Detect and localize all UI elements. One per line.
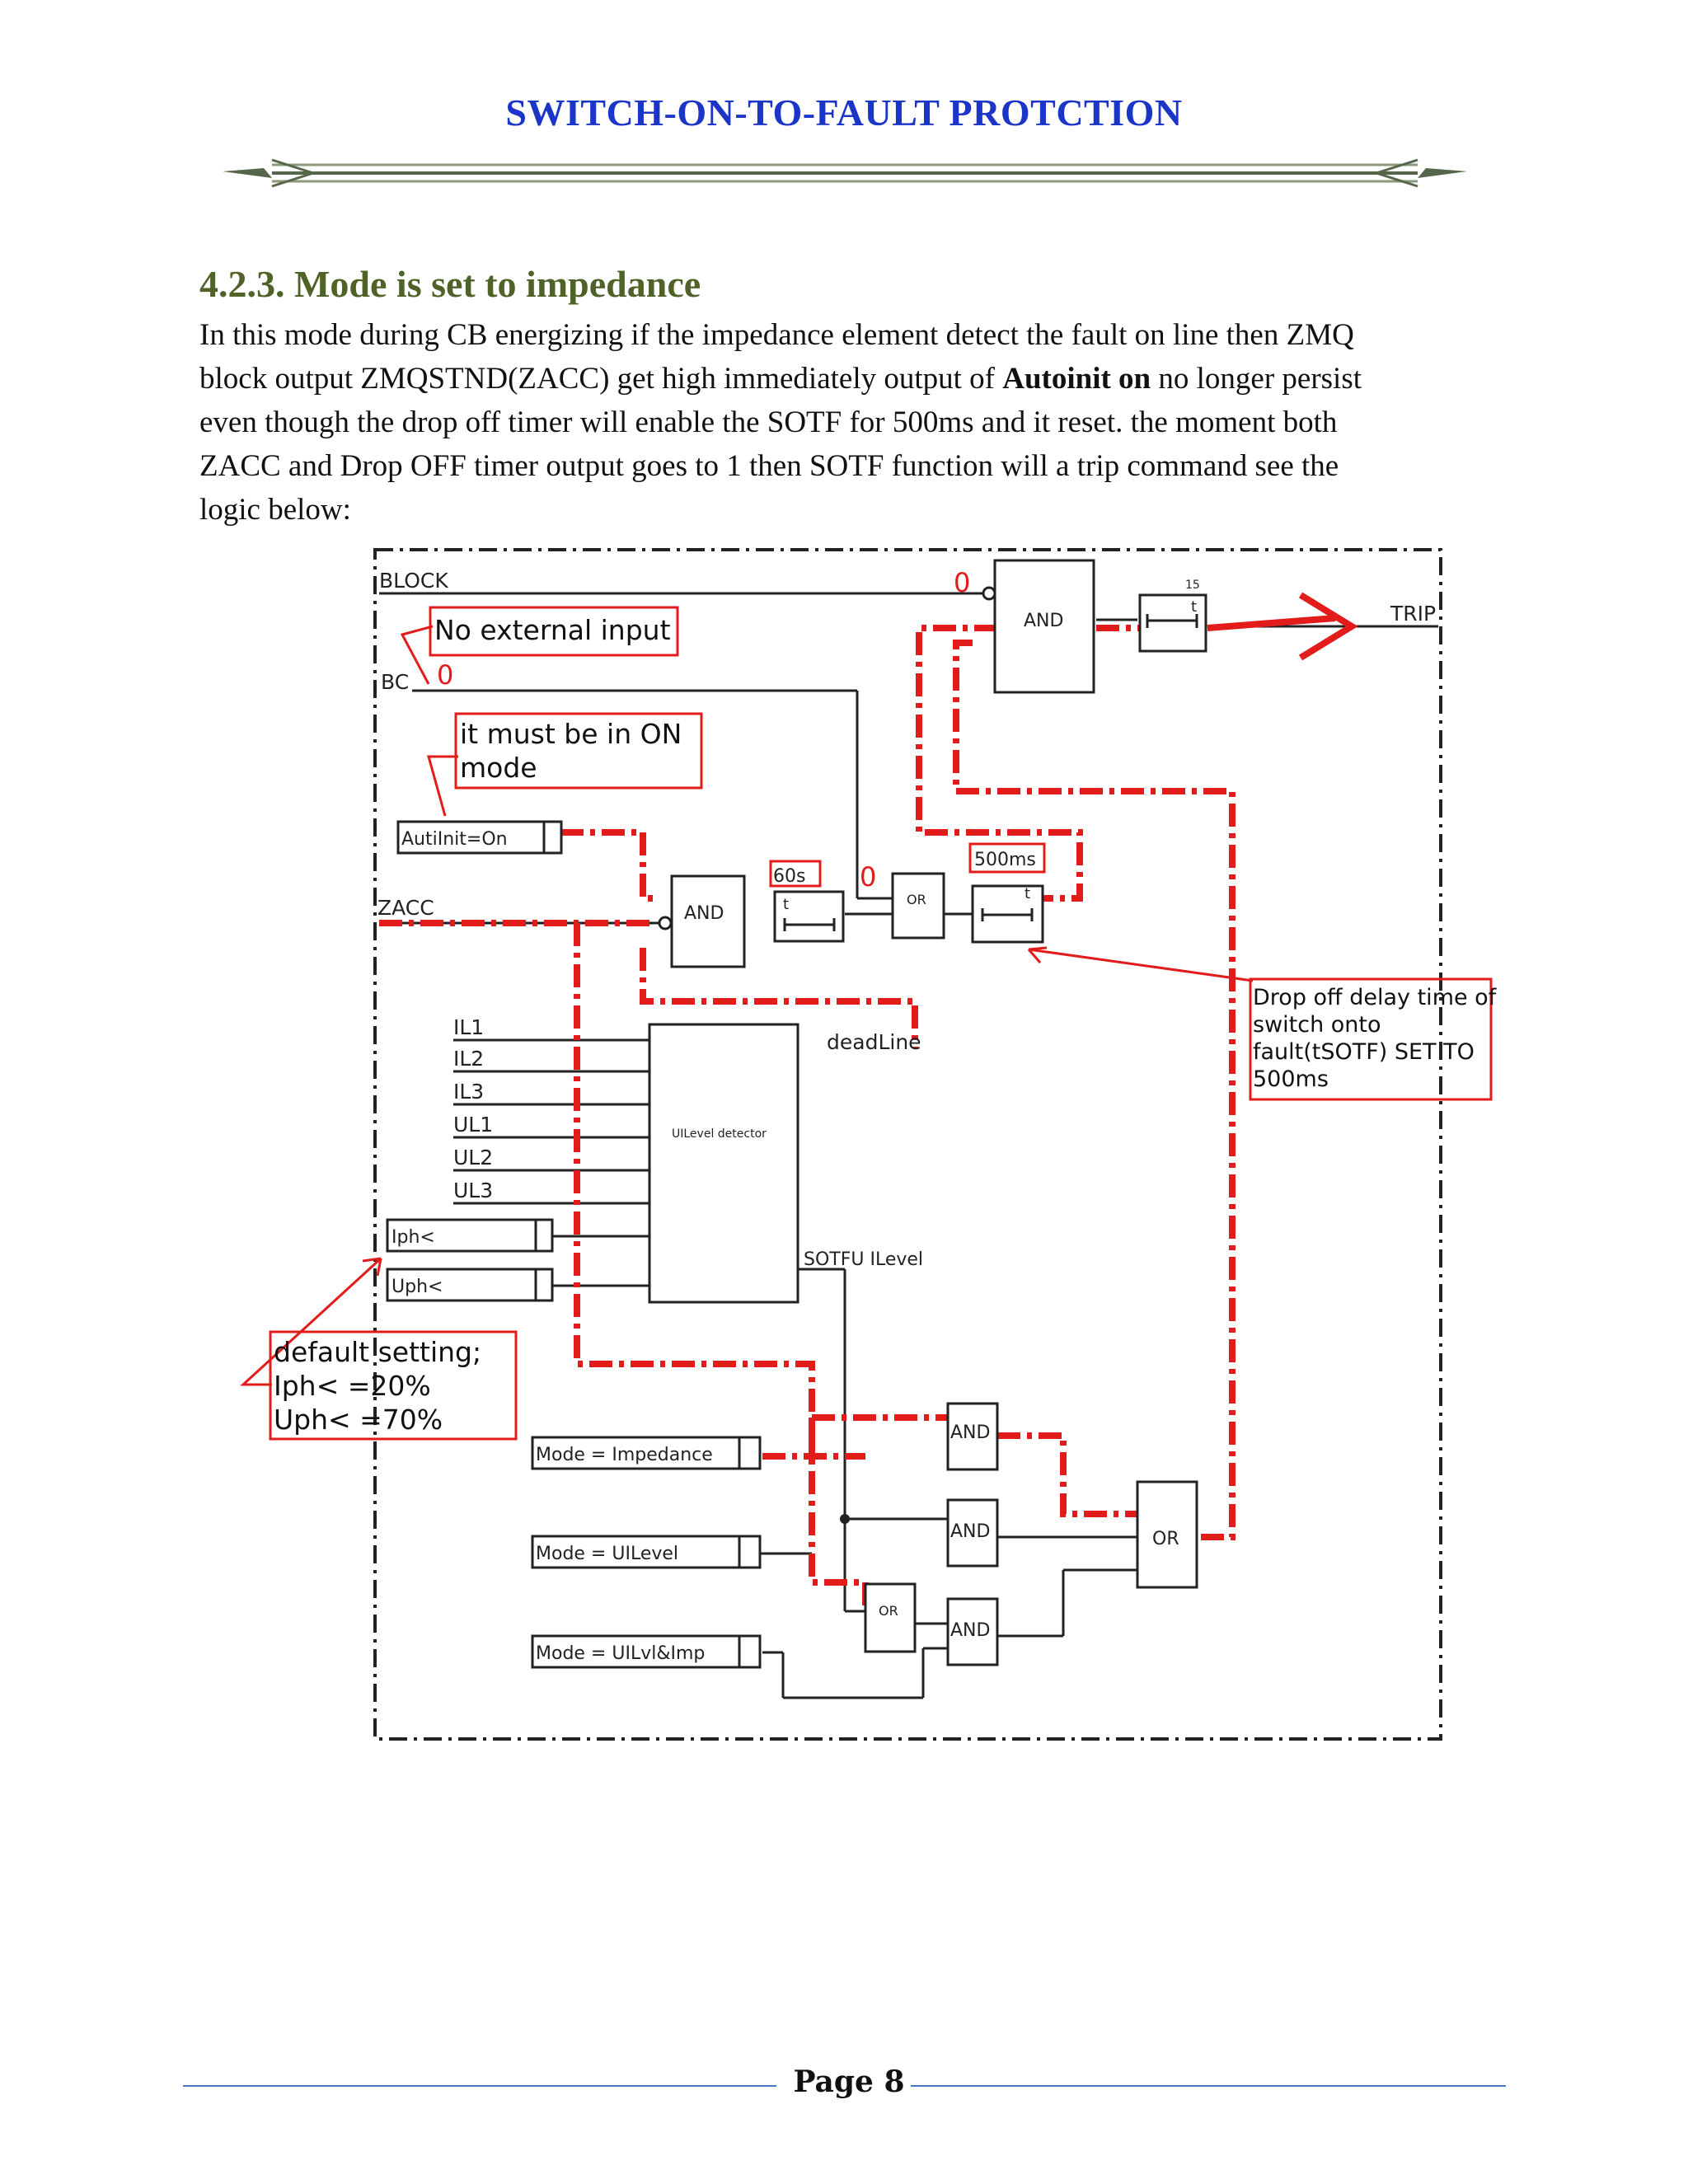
header-ornament-divider xyxy=(223,158,1467,188)
or-gate-label: OR xyxy=(1152,1529,1179,1549)
zero-mark-or: 0 xyxy=(860,861,876,893)
page-number: Page 8 xyxy=(793,2064,905,2099)
and-gate-label: AND xyxy=(684,903,724,924)
autoinit-setting-block xyxy=(396,820,563,855)
paragraph-bold-phrase: Autoinit on xyxy=(1002,362,1151,396)
page-header-title: SWITCH-ON-TO-FAULT PROTCTION xyxy=(505,91,1183,134)
signal-il2-label: IL2 xyxy=(453,1047,484,1071)
or-gate-label: OR xyxy=(907,892,926,907)
and-gate-label: AND xyxy=(950,1422,990,1443)
callout-no-external-input xyxy=(429,606,679,657)
mode-uilvlimp-label: Mode = UILvl&Imp xyxy=(536,1643,705,1664)
callout-text: mode xyxy=(460,752,537,784)
signal-trip-label: TRIP xyxy=(1390,602,1436,626)
callout-text: fault(tSOTF) SET TO xyxy=(1253,1039,1475,1065)
mode-impedance-label: Mode = Impedance xyxy=(536,1445,713,1465)
callout-text: switch onto xyxy=(1253,1012,1381,1038)
uph-setting-block xyxy=(386,1268,554,1302)
or-gate-output xyxy=(1136,1480,1198,1589)
paragraph-text: block output ZMQSTND(ZACC) get high imme… xyxy=(199,362,1003,396)
callout-text: No external input xyxy=(434,614,671,646)
junction-dot xyxy=(840,1514,850,1524)
detector-label: UILevel detector xyxy=(672,1127,767,1141)
and-gate-label: AND xyxy=(950,1620,990,1641)
signal-block-label: BLOCK xyxy=(379,569,448,593)
inverter-bubble-block xyxy=(982,586,996,601)
and-gate-trip xyxy=(993,559,1095,694)
trip-arrow-icon xyxy=(1298,592,1358,661)
and-gate-uilevel xyxy=(946,1498,999,1568)
footer-rule-right xyxy=(911,2085,1506,2087)
autoinit-setting-label: AutiInit=On xyxy=(401,829,508,850)
footer-rule-left xyxy=(183,2085,776,2087)
trip-timer xyxy=(1138,593,1207,653)
signal-bc-label: BC xyxy=(381,670,409,694)
highlight-500ms xyxy=(968,842,1046,874)
mode-impedance-block xyxy=(531,1436,762,1470)
paragraph-line: block output ZMQSTND(ZACC) get high imme… xyxy=(199,361,1469,396)
sotf-logic-diagram: BLOCK BC ZACC TRIP IL1 IL2 IL3 UL1 UL2 U… xyxy=(240,548,1498,1741)
iph-setting-block xyxy=(386,1218,554,1253)
signal-zacc-label: ZACC xyxy=(377,896,434,920)
highlight-60s xyxy=(769,860,822,888)
and-gate-label: AND xyxy=(950,1521,990,1542)
timer-500ms-label: 500ms xyxy=(974,850,1036,870)
callout-on-mode xyxy=(454,712,703,790)
or-gate-bottom xyxy=(864,1582,917,1653)
section-heading: 4.2.3. Mode is set to impedance xyxy=(199,263,701,305)
callout-text: Uph< =70% xyxy=(274,1404,443,1436)
zero-mark-bc: 0 xyxy=(437,659,453,691)
timer-60s-label: 60s xyxy=(773,866,805,887)
paragraph-line: In this mode during CB energizing if the… xyxy=(199,318,1354,352)
and-gate-impedance xyxy=(946,1402,999,1471)
paragraph-line: even though the drop off timer will enab… xyxy=(199,405,1338,439)
signal-ul2-label: UL2 xyxy=(453,1146,493,1169)
trip-delay-label: 15 xyxy=(1185,579,1200,592)
or-gate-label: OR xyxy=(879,1603,898,1619)
callout-text: Iph< =20% xyxy=(274,1370,431,1402)
zero-mark-block: 0 xyxy=(954,567,970,598)
mode-uilvlimp-block xyxy=(531,1634,762,1669)
and-gate-uilvlimp xyxy=(946,1597,999,1666)
signal-il3-label: IL3 xyxy=(453,1080,484,1104)
inverter-bubble-zacc xyxy=(658,916,673,930)
signal-ul3-label: UL3 xyxy=(453,1179,493,1202)
callout-text: 500ms xyxy=(1253,1066,1329,1092)
signal-deadline-label: deadLine xyxy=(827,1030,921,1054)
paragraph-line: ZACC and Drop OFF timer output goes to 1… xyxy=(199,449,1339,483)
mode-uilevel-label: Mode = UILevel xyxy=(536,1544,678,1564)
timer-t-label: t xyxy=(783,896,789,913)
paragraph-text: no longer persist xyxy=(1151,362,1362,396)
callout-text: Drop off delay time of xyxy=(1253,985,1498,1010)
callout-default-setting xyxy=(269,1330,518,1441)
uph-setting-label: Uph< xyxy=(392,1277,443,1297)
callout-text: it must be in ON xyxy=(460,718,682,750)
timer-t-label: t xyxy=(1191,598,1197,616)
timer-60s xyxy=(773,890,845,943)
mode-uilevel-block xyxy=(531,1535,762,1569)
signal-ul1-label: UL1 xyxy=(453,1113,493,1137)
timer-t-label: t xyxy=(1025,885,1030,902)
signal-il1-label: IL1 xyxy=(453,1015,484,1039)
callout-drop-off-delay xyxy=(1249,977,1493,1101)
or-gate-top xyxy=(891,872,945,940)
callout-text: default setting; xyxy=(274,1336,481,1368)
paragraph-line: logic below: xyxy=(199,493,351,527)
and-gate-label: AND xyxy=(1024,611,1063,631)
uilevel-detector-block xyxy=(648,1023,799,1304)
and-gate-zacc xyxy=(670,874,746,968)
iph-setting-label: Iph< xyxy=(392,1227,435,1248)
signal-sotfu-ilevel-label: SOTFU ILevel xyxy=(804,1249,923,1270)
